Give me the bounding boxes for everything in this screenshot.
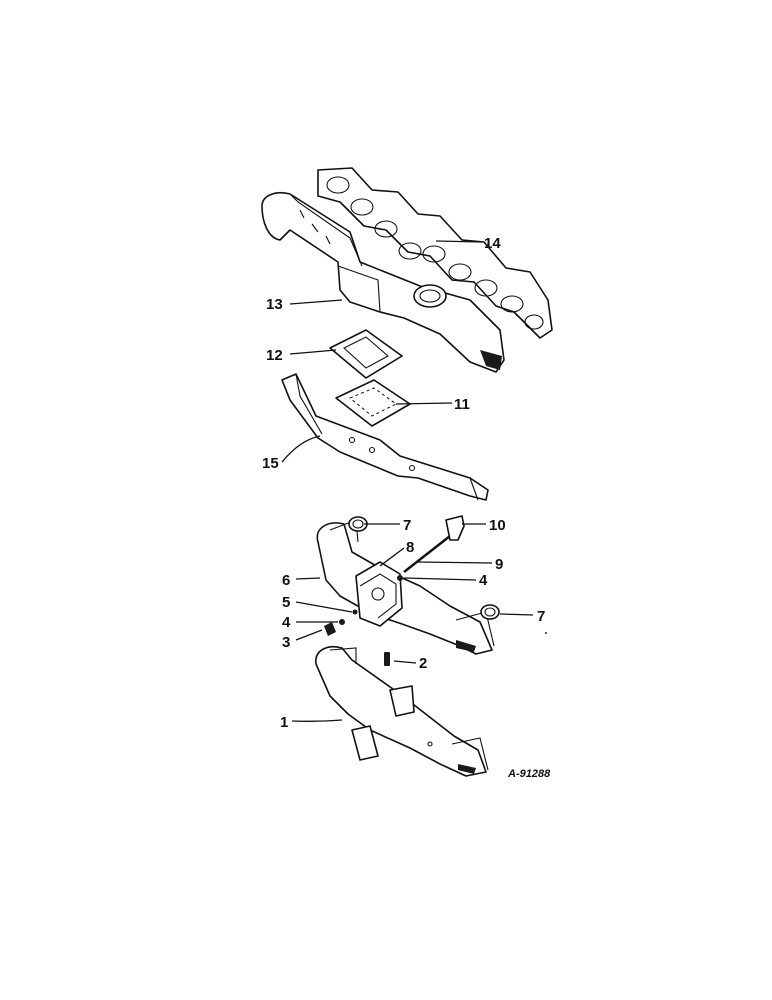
print-speck — [545, 632, 547, 634]
heat-shield-part-15 — [281, 373, 489, 501]
callout-7-lower: 7 — [537, 608, 545, 625]
lever-part-10 — [445, 515, 465, 541]
pin-part-5 — [352, 609, 358, 615]
callout-5: 5 — [282, 594, 290, 611]
callout-4-left: 4 — [282, 614, 291, 631]
figure-reference: A-91288 — [507, 768, 551, 780]
callout-11: 11 — [454, 396, 470, 413]
callout-4-right: 4 — [479, 572, 488, 589]
ring-gasket-part-7-lower — [480, 604, 500, 620]
callout-2: 2 — [419, 655, 427, 672]
valve-rod-part-9 — [403, 535, 451, 573]
callout-10: 10 — [489, 517, 506, 534]
cover-plate-part-11 — [335, 379, 411, 427]
callout-1: 1 — [280, 714, 288, 731]
callout-3: 3 — [282, 634, 290, 651]
gasket-part-12 — [329, 329, 403, 379]
washer-part-4-right — [397, 575, 403, 581]
callout-8: 8 — [406, 539, 414, 556]
leader-lines — [281, 240, 534, 722]
washer-part-4-left — [339, 619, 345, 625]
callout-9: 9 — [495, 556, 503, 573]
exhaust-manifold-part-13 — [261, 191, 505, 373]
valve-housing-part-8 — [355, 561, 403, 627]
stud-part-2 — [384, 652, 390, 666]
manifold-gasket-part-14 — [317, 167, 553, 339]
lower-manifold-part-1 — [315, 646, 489, 777]
callout-7-upper: 7 — [403, 517, 411, 534]
nut-part-3 — [324, 622, 336, 636]
callout-15: 15 — [262, 455, 279, 472]
callout-13: 13 — [266, 296, 283, 313]
callout-12: 12 — [266, 347, 283, 364]
callout-6: 6 — [282, 572, 290, 589]
callout-labels: 14 13 12 11 15 7 10 8 9 6 4 5 7 4 3 2 1 … — [262, 235, 551, 780]
callout-14: 14 — [484, 235, 501, 252]
